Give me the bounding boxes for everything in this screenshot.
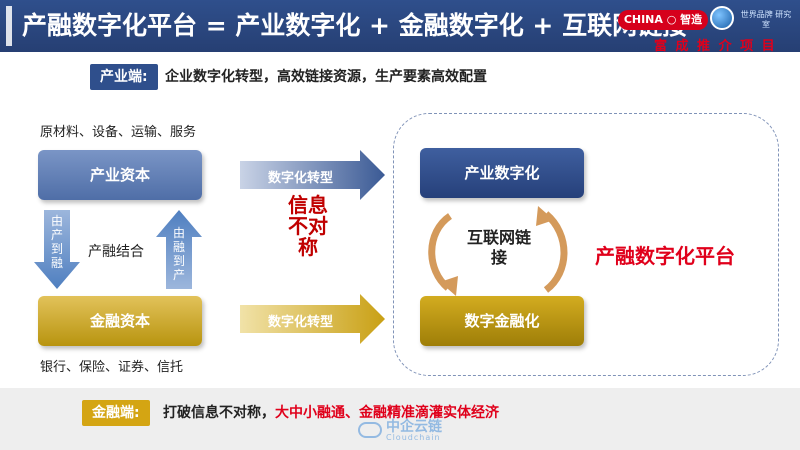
cloud-icon	[358, 422, 382, 438]
watermark-name: 中企云链	[386, 419, 442, 435]
digital-finance-box: 数字金融化	[420, 296, 584, 346]
up-arrow-label: 由融到产	[172, 226, 185, 282]
globe-icon	[710, 6, 734, 30]
integration-label: 产融结合	[88, 244, 144, 260]
platform-label: 产融数字化平台	[595, 244, 735, 268]
cycle-arrow-right	[543, 211, 568, 293]
information-asymmetry-text: 信息不对称	[288, 193, 328, 259]
industry-side-badge: 产业端:	[90, 64, 158, 90]
internet-link-label: 互联网链接	[466, 228, 531, 267]
finance-side-description: 打破信息不对称，大中小融通、金融精准滴灌实体经济	[163, 400, 499, 426]
finance-desc-red: 大中小融通、金融精准滴灌实体经济	[275, 405, 499, 421]
industry-side-description: 企业数字化转型，高效链接资源，生产要素高效配置	[165, 69, 487, 85]
title-accent-bar	[6, 6, 12, 46]
sponsor-logo: CHINA ○ 智造 世界品牌 研究室 富 成 推 介 项 目	[614, 4, 800, 54]
finance-side-badge: 金融端:	[82, 400, 150, 426]
page-title: 产融数字化平台 = 产业数字化 + 金融数字化 + 互联网链接	[22, 11, 688, 40]
industrial-examples-caption: 原材料、设备、运输、服务	[40, 125, 197, 140]
logo-pill: CHINA ○ 智造	[618, 10, 708, 30]
title-bar: 产融数字化平台 = 产业数字化 + 金融数字化 + 互联网链接 CHINA ○ …	[0, 0, 800, 54]
bottom-transformation-arrow	[240, 294, 385, 344]
industrial-capital-box: 产业资本	[38, 150, 202, 200]
watermark-sub: Cloudchain	[386, 433, 441, 442]
logo-slogan: 富 成 推 介 项 目	[654, 39, 777, 54]
finance-desc-black: 打破信息不对称，	[163, 405, 275, 421]
platform-frame	[393, 113, 779, 376]
financial-capital-box: 金融资本	[38, 296, 202, 346]
bottom-arrow-label: 数字化转型	[268, 315, 334, 330]
down-arrow-shape	[34, 210, 80, 289]
down-arrow-label: 由产到融	[50, 214, 63, 270]
top-transformation-arrow	[240, 150, 385, 200]
logo-small-text: 世界品牌 研究室	[740, 10, 792, 29]
industrial-digitalization-box: 产业数字化	[420, 148, 584, 198]
cycle-arrow-left	[428, 213, 453, 291]
top-arrow-label: 数字化转型	[268, 171, 334, 186]
up-arrow-shape	[156, 210, 202, 289]
cloudchain-watermark: 中企云链 Cloudchain	[358, 416, 454, 446]
financial-examples-caption: 银行、保险、证券、信托	[40, 360, 184, 375]
